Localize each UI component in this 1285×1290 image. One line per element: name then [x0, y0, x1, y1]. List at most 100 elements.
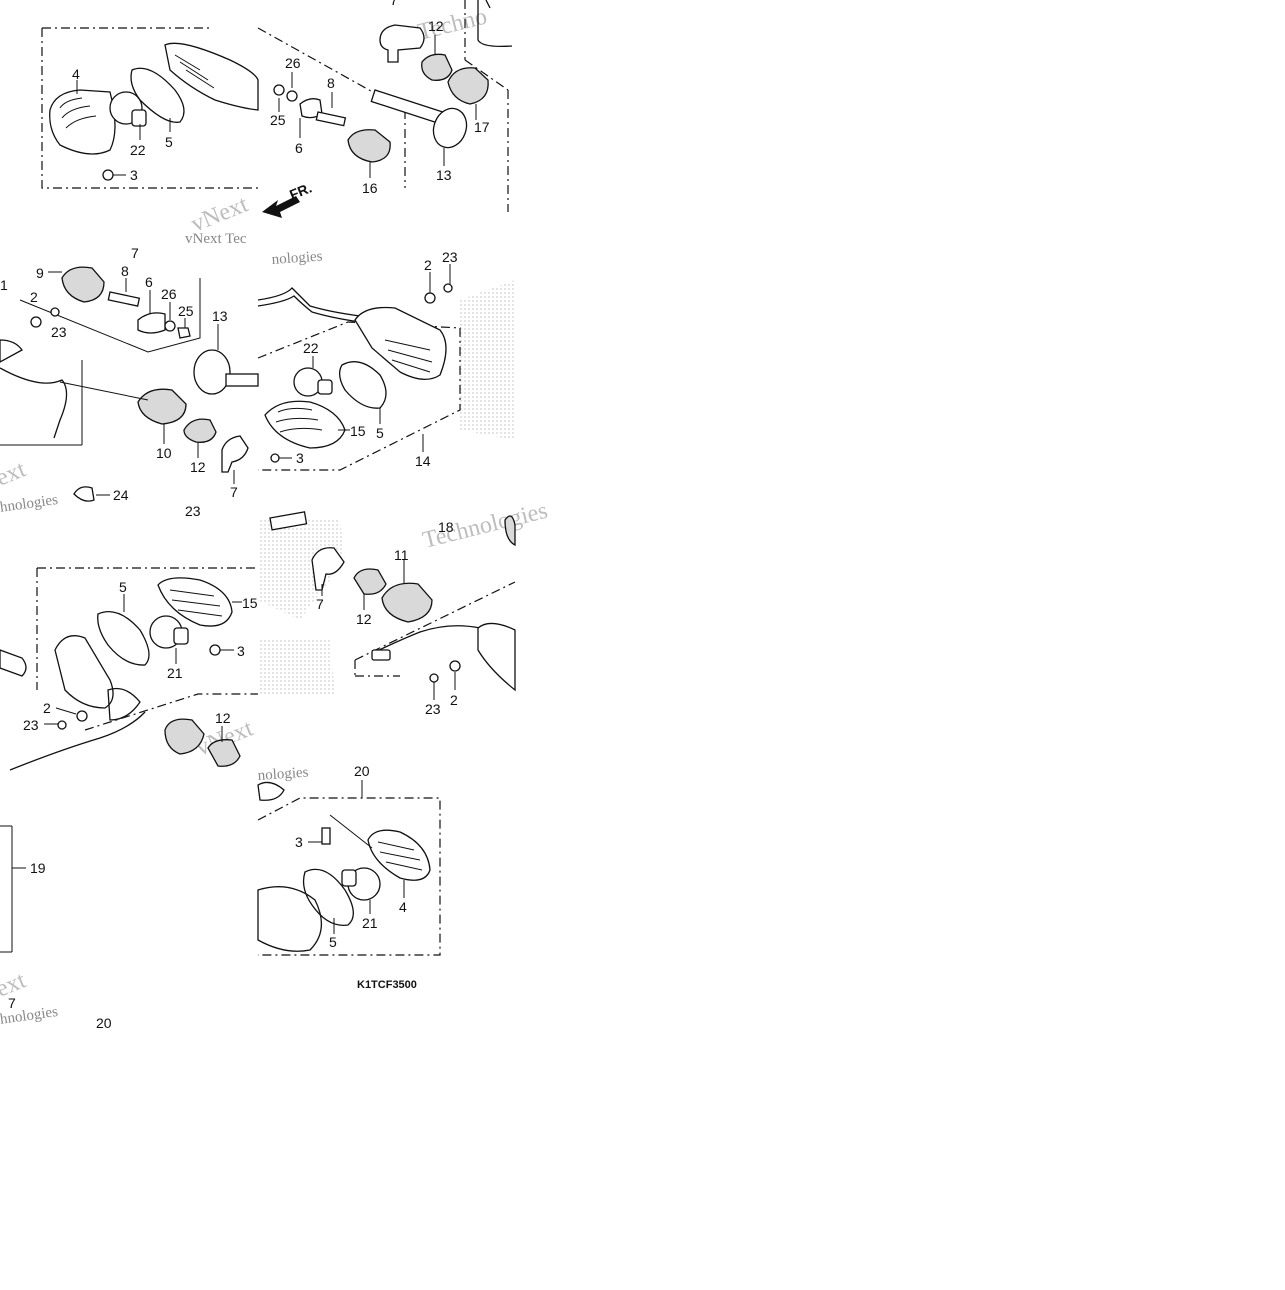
- callout-4: 4: [72, 66, 80, 82]
- socket-part-12-lower-right: [353, 568, 387, 595]
- socket-part-9: [61, 266, 105, 303]
- grommet-part-17: [447, 67, 489, 105]
- tube-part: [0, 649, 27, 677]
- socket-part-12: [421, 53, 453, 81]
- callout-26-top: 26: [285, 55, 301, 71]
- watermark-text-6: chnologies: [0, 492, 59, 517]
- callout-25-top: 25: [270, 112, 286, 128]
- callout-7-top: 7: [390, 0, 398, 8]
- callout-21-bottom: 21: [362, 915, 378, 931]
- callout-17: 17: [474, 119, 490, 135]
- watermark-text-5: ext: [0, 456, 30, 491]
- callout-2-lower: 2: [43, 700, 51, 716]
- callout-5-lower: 5: [119, 579, 127, 595]
- callout-23-lower-right: 23: [425, 701, 441, 717]
- socket-part-16: [347, 129, 391, 163]
- socket-part-12-mid: [183, 418, 217, 443]
- callout-23-lower: 23: [23, 717, 39, 733]
- callout-3-bottom: 3: [295, 834, 303, 850]
- washer-part-2-lower-right: [449, 660, 461, 672]
- callout-10: 10: [156, 445, 172, 461]
- watermark-text-9: nologies: [257, 764, 309, 784]
- nut-part-25: [273, 84, 285, 96]
- watermark: Techno vNext vNext Tec nologies ext chno…: [0, 4, 550, 1029]
- washer-part-2-right: [424, 292, 436, 304]
- callout-22-mid: 22: [303, 340, 319, 356]
- callout-9: 9: [36, 265, 44, 281]
- callout-14: 14: [415, 453, 431, 469]
- callout-8-top: 8: [327, 75, 335, 91]
- screw-part-3-mid: [270, 453, 280, 463]
- panel-a-front-left-winker: 4 5 22 3: [41, 27, 259, 189]
- callout-4-bottom: 4: [399, 899, 407, 915]
- callout-15-lower: 15: [242, 595, 258, 611]
- callout-2-lower-right: 2: [450, 692, 458, 708]
- callout-5-bottom: 5: [329, 934, 337, 950]
- callout-5-mid: 5: [376, 425, 384, 441]
- panel-c-rear-left-socket: 7 9 8 6 26 25 1 2 23 13 10 12 7 24 23: [0, 245, 259, 519]
- callout-20-bottom: 20: [96, 1015, 112, 1031]
- callout-7-mid: 7: [131, 245, 139, 261]
- gasket-part-5-mid: [338, 361, 387, 409]
- callout-25-mid: 25: [178, 303, 194, 319]
- callout-15-mid: 15: [350, 423, 366, 439]
- callout-7-bottom: 7: [8, 995, 16, 1011]
- callout-16: 16: [362, 180, 378, 196]
- callout-13-mid: 13: [212, 308, 228, 324]
- callout-3-lower: 3: [237, 643, 245, 659]
- washer-part-2-lower: [76, 710, 88, 722]
- washer-part-2-mid: [30, 316, 42, 328]
- gasket-part-5: [130, 67, 185, 123]
- housing-part: [164, 42, 259, 111]
- callout-1: 1: [0, 277, 8, 293]
- callout-24: 24: [113, 487, 129, 503]
- watermark-text-3: vNext Tec: [185, 231, 247, 247]
- callout-6-top: 6: [295, 140, 303, 156]
- panel-f-rear-right-socket: 18 11 7 12 23 2: [269, 511, 516, 717]
- callout-12-lower: 12: [215, 710, 231, 726]
- plate-part-6-mid: [137, 312, 166, 334]
- callout-8-mid: 8: [121, 263, 129, 279]
- screw-part-3-lower: [209, 644, 221, 656]
- callout-11: 11: [394, 547, 409, 563]
- lens-part-4: [49, 89, 116, 155]
- stay-part-13: [432, 107, 468, 149]
- panel-d-rear-winker-assembly: 2 23 22 5 15 3 14: [257, 249, 461, 471]
- callout-2-right: 2: [424, 257, 432, 273]
- callout-23-mid: 23: [51, 324, 67, 340]
- callout-19: 19: [30, 860, 46, 876]
- stipple-backgrounds: [258, 280, 515, 695]
- panel-a-border: [41, 28, 258, 189]
- socket-part-lower: [164, 718, 205, 755]
- socket-part-11: [381, 582, 433, 623]
- diagram-code: K1TCF3500: [357, 979, 417, 991]
- watermark-text-4: nologies: [271, 248, 323, 268]
- callout-7-lower-right: 7: [316, 596, 324, 612]
- washer-part-26-mid: [164, 320, 176, 332]
- callout-20: 20: [354, 763, 370, 779]
- gasket-part-5-lower: [97, 610, 150, 666]
- housing-part-lower-right: [477, 622, 516, 692]
- washer-part-26: [286, 90, 298, 102]
- flange-part-7-lower: [311, 547, 345, 591]
- panel-b-socket-assembly: 7 12 26 8 25 6 16 13 17 FR.: [257, 0, 513, 218]
- front-direction-label: FR.: [287, 179, 314, 202]
- flange-part-7: [379, 24, 425, 63]
- screw-part-3: [102, 169, 114, 181]
- lens-part-4-bottom: [367, 829, 431, 881]
- callout-6-mid: 6: [145, 274, 153, 290]
- callout-12-top: 12: [428, 18, 444, 34]
- callout-12-mid: 12: [190, 459, 206, 475]
- screw-part-23-mid: [50, 307, 60, 317]
- callout-22: 22: [130, 142, 146, 158]
- lens-part-15: [264, 400, 346, 449]
- bolt-part-8-mid: [107, 291, 141, 307]
- screw-part-23-right: [443, 283, 453, 293]
- callout-23-mid-lower: 23: [185, 503, 201, 519]
- stay-part-13-mid: [193, 349, 231, 395]
- clip-part-24: [73, 486, 95, 502]
- socket-part-12-lower: [207, 739, 241, 767]
- callout-7-mid-lower: 7: [230, 484, 238, 500]
